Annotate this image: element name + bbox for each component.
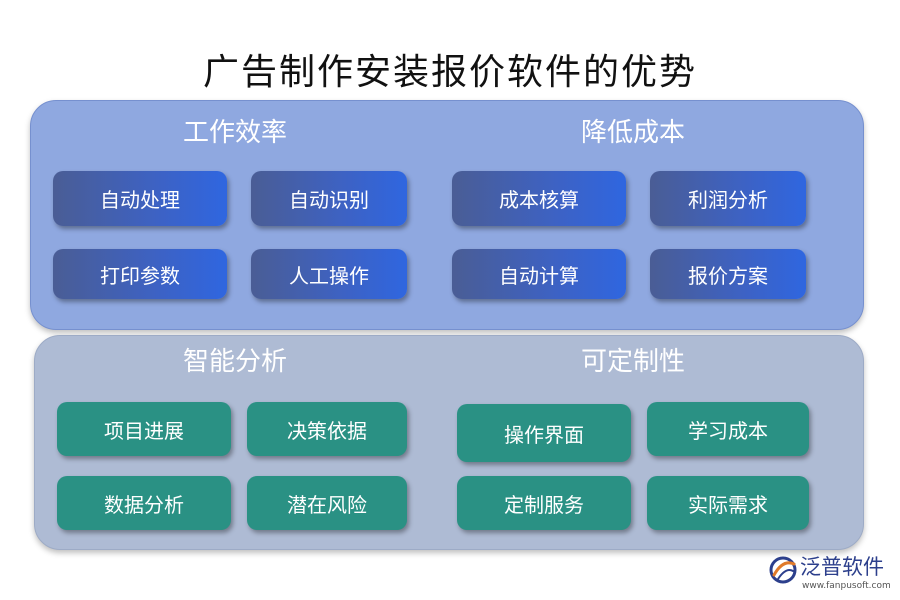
group-title-reduce-cost: 降低成本 (580, 118, 685, 148)
group-title-customizable: 可定制性 (580, 347, 685, 377)
fanpu-logo-icon (769, 556, 797, 584)
logo-name: 泛普软件 (800, 555, 884, 579)
box-quote-plan: 报价方案 (650, 249, 806, 299)
box-profit-analysis: 利润分析 (650, 171, 806, 226)
box-operation-interface: 操作界面 (457, 404, 631, 462)
fanpu-logo: 泛普软件 www.fanpusoft.com (768, 553, 894, 597)
box-auto-recognition: 自动识别 (251, 171, 407, 226)
box-potential-risk: 潜在风险 (247, 476, 407, 530)
box-auto-calculation: 自动计算 (452, 249, 626, 299)
box-data-analysis: 数据分析 (57, 476, 231, 530)
logo-url: www.fanpusoft.com (802, 581, 891, 591)
box-auto-processing: 自动处理 (53, 171, 227, 226)
box-learning-cost: 学习成本 (647, 402, 809, 456)
box-project-progress: 项目进展 (57, 402, 231, 456)
box-print-params: 打印参数 (53, 249, 227, 299)
group-title-work-efficiency: 工作效率 (182, 118, 287, 148)
page-title: 广告制作安装报价软件的优势 (202, 52, 697, 93)
box-decision-basis: 决策依据 (247, 402, 407, 456)
box-cost-accounting: 成本核算 (452, 171, 626, 226)
group-title-smart-analysis: 智能分析 (182, 347, 287, 377)
box-actual-demand: 实际需求 (647, 476, 809, 530)
box-custom-service: 定制服务 (457, 476, 631, 530)
box-manual-operation: 人工操作 (251, 249, 407, 299)
